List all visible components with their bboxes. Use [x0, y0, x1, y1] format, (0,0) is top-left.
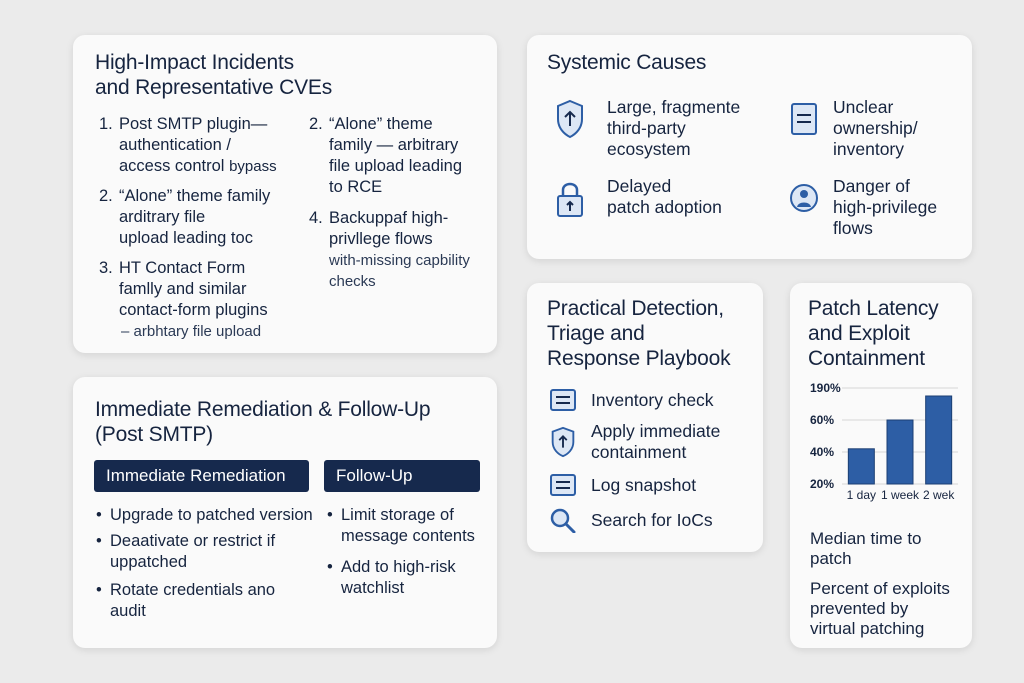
- incident-item-5: 4. Backuppaf high- privllege flows with-…: [309, 209, 470, 290]
- remediation-item: • Upgrade to patched version: [96, 506, 313, 524]
- playbook-step-log: Log snapshot: [549, 472, 696, 498]
- chart-y-tick-label: 190%: [810, 381, 841, 395]
- chart-y-tick-label: 60%: [810, 413, 834, 427]
- playbook-step-containment: Apply immediate containment: [549, 421, 720, 463]
- cause-label: Danger of high-privilege flows: [833, 176, 938, 238]
- playbook-step-inventory: Inventory check: [549, 387, 714, 413]
- metric-virtual-patching: Percent of exploits prevented by virtual…: [810, 579, 950, 638]
- cause-item-privilege: Danger of high-privilege flows: [789, 176, 937, 239]
- playbook-step-ioc: Search for IoCs: [549, 507, 713, 533]
- remediation-title: Immediate Remediation & Follow-Up (Post …: [95, 398, 431, 446]
- chart-bar: [925, 395, 953, 485]
- cause-item-ecosystem: Large, fragmente third-party ecosystem: [555, 97, 740, 160]
- chart-x-tick-label: 2 wek: [923, 488, 955, 502]
- user-badge-icon: [790, 184, 818, 212]
- incident-item-1: 1. Post SMTP plugin— authentication / ac…: [99, 115, 277, 175]
- incident-item-2: 2. “Alone” theme family arditrary file u…: [99, 187, 271, 247]
- incident-item-4: 2. “Alone” theme family — arbitrary file…: [309, 115, 463, 196]
- remediation-item: • Deaativate or restrict if uppatched: [96, 532, 276, 571]
- follow-up-item: • Limit storage of message contents: [327, 506, 475, 545]
- chart-x-tick-label: 1 week: [881, 488, 920, 502]
- playbook-card: Practical Detection, Triage and Response…: [527, 283, 763, 552]
- shield-icon: [557, 99, 583, 139]
- remediation-card: Immediate Remediation & Follow-Up (Post …: [73, 377, 497, 648]
- causes-title: Systemic Causes: [547, 51, 707, 74]
- remediation-item: • Rotate credentials ano audit: [96, 581, 276, 620]
- list-icon: [550, 389, 576, 411]
- playbook-title: Practical Detection, Triage and Response…: [547, 297, 731, 370]
- chart-bar: [886, 419, 914, 485]
- incidents-title: High-Impact Incidents and Representative…: [95, 51, 333, 99]
- cause-item-ownership: Unclear ownership/ inventory: [789, 97, 918, 160]
- list-icon: [550, 474, 576, 496]
- incident-item-3: 3. HT Contact Form famlly and similar co…: [99, 259, 268, 340]
- causes-card: Systemic Causes Large, fragmente third-p…: [527, 35, 972, 259]
- latency-title: Patch Latency and Exploit Containment: [808, 297, 939, 370]
- shield-icon: [551, 426, 575, 458]
- chart-y-tick-label: 20%: [810, 477, 834, 491]
- cause-label: Delayed patch adoption: [607, 176, 722, 217]
- document-icon: [791, 103, 817, 135]
- cause-label: Unclear ownership/ inventory: [833, 97, 918, 159]
- immediate-remediation-header: Immediate Remediation: [94, 460, 309, 492]
- follow-up-item: • Add to high-risk watchlist: [327, 558, 456, 597]
- search-icon: [550, 508, 576, 533]
- chart-y-tick-label: 40%: [810, 445, 834, 459]
- chart-x-tick-label: 1 day: [847, 488, 876, 502]
- follow-up-header: Follow-Up: [324, 460, 480, 492]
- cause-item-patch: Delayed patch adoption: [555, 176, 722, 218]
- chart-bar: [847, 448, 875, 485]
- cause-label: Large, fragmente third-party ecosystem: [607, 97, 741, 159]
- lock-icon: [557, 182, 583, 217]
- metric-median-time: Median time to patch: [810, 529, 922, 568]
- latency-card: Patch Latency and Exploit Containment 20…: [790, 283, 972, 648]
- incidents-card: High-Impact Incidents and Representative…: [73, 35, 497, 353]
